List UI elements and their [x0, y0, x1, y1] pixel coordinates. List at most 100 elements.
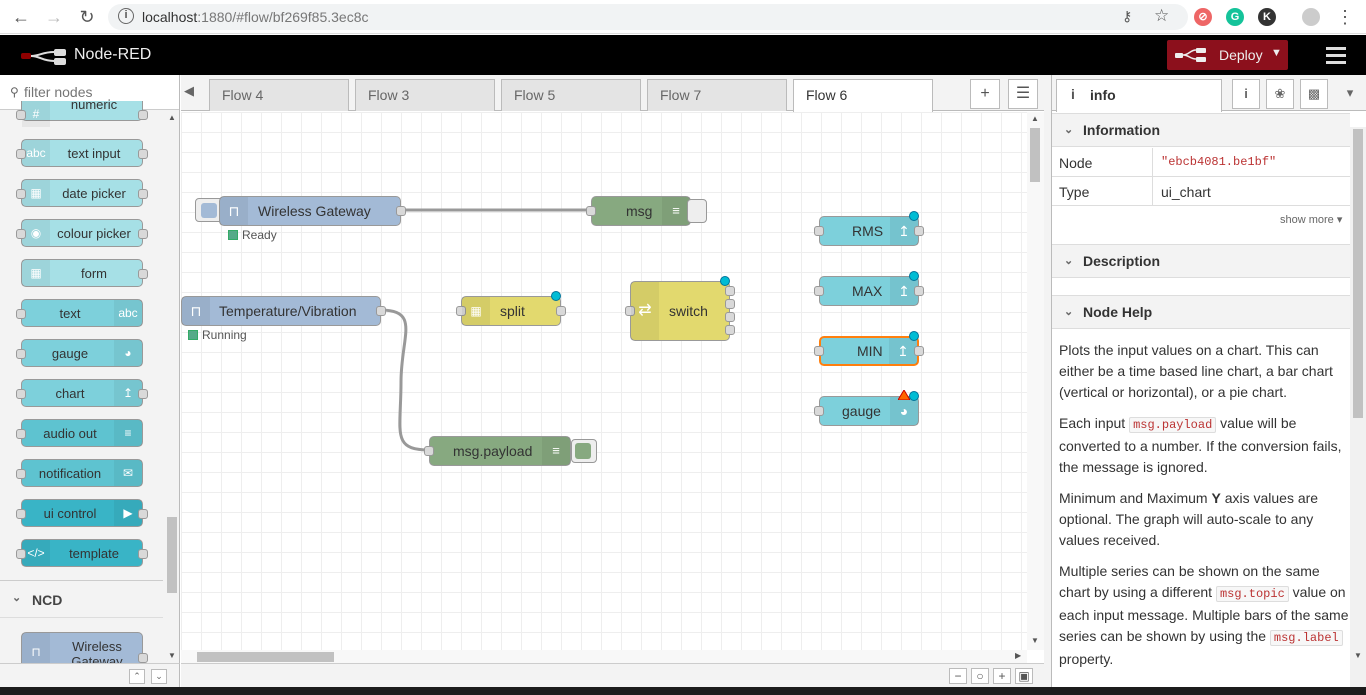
input-port[interactable] [16, 349, 26, 359]
reload-icon[interactable]: ↻ [79, 7, 95, 27]
output-port[interactable] [138, 509, 148, 519]
list-flows-icon[interactable]: ☰ [1008, 79, 1038, 109]
input-port[interactable] [814, 346, 824, 356]
node-debug-msg[interactable]: msg ≡ [586, 196, 691, 226]
tab-flow-3[interactable]: Flow 3 [355, 79, 495, 111]
node-switch[interactable]: ⇄ switch [625, 276, 735, 341]
output-port[interactable] [556, 306, 566, 316]
node-chart-min[interactable]: MIN ↥ [814, 331, 924, 366]
debug-toggle-button[interactable] [687, 199, 707, 223]
palette-node-wireless-gateway[interactable]: ⊓ Wireless Gateway [21, 632, 148, 663]
flow-canvas[interactable]: ⊓ Wireless Gateway Ready msg ≡ ⊓ Tempera… [181, 112, 1027, 650]
input-port[interactable] [16, 389, 26, 399]
output-port[interactable] [376, 306, 386, 316]
filter-nodes-input[interactable] [24, 84, 164, 100]
canvas-horizontal-scrollbar[interactable]: ▶ [181, 650, 1027, 663]
forward-icon[interactable]: → [45, 7, 63, 27]
section-node-help[interactable]: ⌄ Node Help [1052, 295, 1350, 329]
output-port-3[interactable] [725, 312, 735, 322]
profile-icon[interactable] [1302, 8, 1320, 26]
output-port[interactable] [138, 549, 148, 559]
scrollbar-thumb[interactable] [1353, 129, 1363, 418]
node-chart-rms[interactable]: RMS ↥ [814, 211, 924, 246]
palette-node-numeric[interactable]: #numeric [16, 97, 148, 127]
extension-icon[interactable]: ⊘ [1194, 8, 1212, 26]
add-flow-icon[interactable]: + [970, 79, 1000, 109]
input-port[interactable] [586, 206, 596, 216]
input-port[interactable] [16, 309, 26, 319]
key-icon[interactable]: ⚷ [1122, 8, 1133, 24]
palette-node-colour-picker[interactable]: ◉colour picker [16, 219, 148, 247]
input-port[interactable] [814, 226, 824, 236]
output-port[interactable] [396, 206, 406, 216]
palette-node-notification[interactable]: ✉notification [16, 459, 143, 487]
output-port[interactable] [138, 653, 148, 663]
output-port[interactable] [914, 226, 924, 236]
collapse-all-icon[interactable]: ⌃ [129, 669, 145, 684]
tab-flow-7[interactable]: Flow 7 [647, 79, 787, 111]
debug-toggle-button[interactable] [571, 439, 597, 463]
input-port[interactable] [16, 469, 26, 479]
show-more-link[interactable]: show more ▾ [1280, 214, 1343, 226]
palette-node-date-picker[interactable]: ▦date picker [16, 179, 148, 207]
palette-node-ui-control[interactable]: ▶ui control [16, 499, 148, 527]
output-port[interactable] [138, 229, 148, 239]
output-port[interactable] [138, 110, 148, 120]
grammarly-icon[interactable]: G [1226, 8, 1244, 26]
input-port[interactable] [16, 429, 26, 439]
debug-bug-icon[interactable]: ❀ [1266, 79, 1294, 109]
input-port[interactable] [814, 406, 824, 416]
scrollbar-thumb[interactable] [1030, 128, 1040, 182]
input-port[interactable] [456, 306, 466, 316]
input-port[interactable] [16, 509, 26, 519]
star-icon[interactable]: ☆ [1154, 6, 1170, 25]
scrollbar-thumb[interactable] [197, 652, 334, 662]
dashboard-chart-icon[interactable]: ▩ [1300, 79, 1328, 109]
output-port-2[interactable] [725, 299, 735, 309]
output-port[interactable] [138, 149, 148, 159]
node-gauge[interactable]: gauge ◕ [814, 390, 919, 426]
input-port[interactable] [16, 149, 26, 159]
node-debug-msg-payload[interactable]: msg.payload ≡ [424, 436, 571, 466]
input-port[interactable] [16, 110, 26, 120]
input-port[interactable] [16, 229, 26, 239]
palette-scrollbar[interactable]: ▲ ▼ [164, 111, 179, 663]
zoom-out-icon[interactable]: − [949, 668, 967, 684]
input-port[interactable] [16, 189, 26, 199]
zoom-reset-icon[interactable]: ○ [971, 668, 989, 684]
input-port[interactable] [424, 446, 434, 456]
palette-node-chart[interactable]: ↥chart [16, 379, 148, 407]
navigator-map-icon[interactable]: ▣ [1015, 668, 1033, 684]
output-port-4[interactable] [725, 325, 735, 335]
browser-menu-icon[interactable]: ⋮ [1336, 7, 1354, 27]
input-port[interactable] [814, 286, 824, 296]
collapse-palette-icon[interactable]: ◀ [184, 83, 194, 98]
output-port-1[interactable] [725, 286, 735, 296]
deploy-button[interactable]: Deploy ▼ [1167, 40, 1288, 70]
node-chart-max[interactable]: MAX ↥ [814, 271, 924, 306]
info-icon[interactable]: i [118, 8, 134, 24]
input-port[interactable] [16, 549, 26, 559]
extension-k-icon[interactable]: K [1258, 8, 1276, 26]
output-port[interactable] [138, 389, 148, 399]
palette-node-gauge[interactable]: ◕gauge [16, 339, 143, 367]
section-description[interactable]: ⌄ Description [1052, 244, 1350, 278]
back-icon[interactable]: ← [12, 7, 30, 27]
hamburger-menu-icon[interactable] [1326, 47, 1346, 68]
output-port[interactable] [914, 286, 924, 296]
palette-category-ncd[interactable]: ⌄ NCD [0, 580, 163, 618]
expand-all-icon[interactable]: ⌄ [151, 669, 167, 684]
zoom-in-icon[interactable]: + [993, 668, 1011, 684]
info-tab-icon[interactable]: i [1232, 79, 1260, 109]
node-temperature-vibration[interactable]: ⊓ Temperature/Vibration [181, 296, 386, 326]
sidebar-menu-caret-icon[interactable]: ▾ [1346, 85, 1354, 100]
scrollbar-thumb[interactable] [167, 517, 177, 593]
address-bar[interactable]: i localhost:1880/#flow/bf269f85.3ec8c ⚷ … [108, 4, 1188, 30]
palette-node-template[interactable]: </>template [16, 539, 148, 567]
output-port[interactable] [138, 189, 148, 199]
palette-node-form[interactable]: ▦form [21, 259, 148, 287]
palette-node-audio-out[interactable]: ≡audio out [16, 419, 143, 447]
output-port[interactable] [914, 346, 924, 356]
